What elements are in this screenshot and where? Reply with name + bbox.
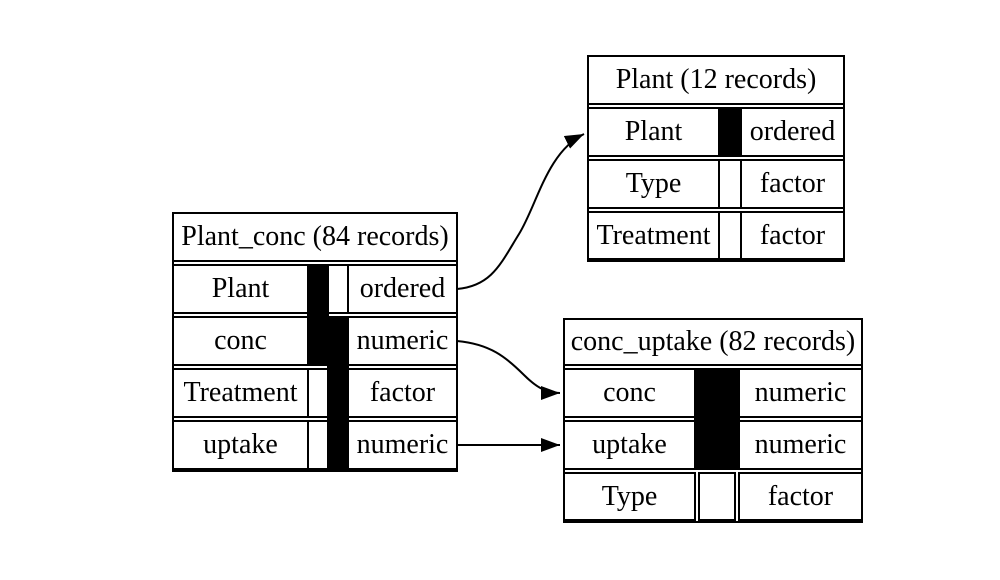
- field-type-cell: factor: [740, 159, 845, 209]
- key-indicator-empty: [698, 472, 736, 521]
- key-indicator-bar: [327, 316, 349, 470]
- field-name-cell: uptake: [172, 420, 309, 470]
- field-name-cell: Plant: [587, 107, 720, 157]
- field-name-cell: Type: [587, 159, 720, 209]
- field-name-cell: uptake: [563, 420, 696, 470]
- field-type-cell: factor: [347, 368, 458, 418]
- key-indicator-bar: [307, 264, 329, 366]
- arrow-conc-to-conc-uptake-table: [456, 340, 561, 400]
- key-indicator-empty: [307, 420, 329, 470]
- field-type-cell: factor: [740, 211, 845, 260]
- field-name-cell: conc: [172, 316, 309, 366]
- field-type-cell: numeric: [738, 368, 863, 418]
- table-conc-uptake-title: conc_uptake (82 records): [563, 318, 863, 366]
- field-type-cell: factor: [738, 472, 863, 521]
- key-indicator-empty: [307, 368, 329, 418]
- field-type-cell: numeric: [347, 420, 458, 470]
- field-name-cell: Plant: [172, 264, 309, 314]
- key-indicator-bar: [718, 107, 742, 157]
- key-indicator-empty: [718, 211, 742, 260]
- key-indicator-empty: [327, 264, 349, 314]
- field-name-cell: Treatment: [172, 368, 309, 418]
- arrow-plant-to-plant-table: [456, 133, 585, 290]
- field-type-cell: numeric: [738, 420, 863, 470]
- table-plant-title: Plant (12 records): [587, 55, 845, 105]
- field-type-cell: ordered: [740, 107, 845, 157]
- field-name-cell: conc: [563, 368, 696, 418]
- key-indicator-empty: [718, 159, 742, 209]
- field-type-cell: numeric: [347, 316, 458, 366]
- field-name-cell: Treatment: [587, 211, 720, 260]
- field-type-cell: ordered: [347, 264, 458, 314]
- table-plant-conc-title: Plant_conc (84 records): [172, 212, 458, 262]
- field-name-cell: Type: [563, 472, 696, 521]
- key-indicator-bar: [694, 368, 740, 470]
